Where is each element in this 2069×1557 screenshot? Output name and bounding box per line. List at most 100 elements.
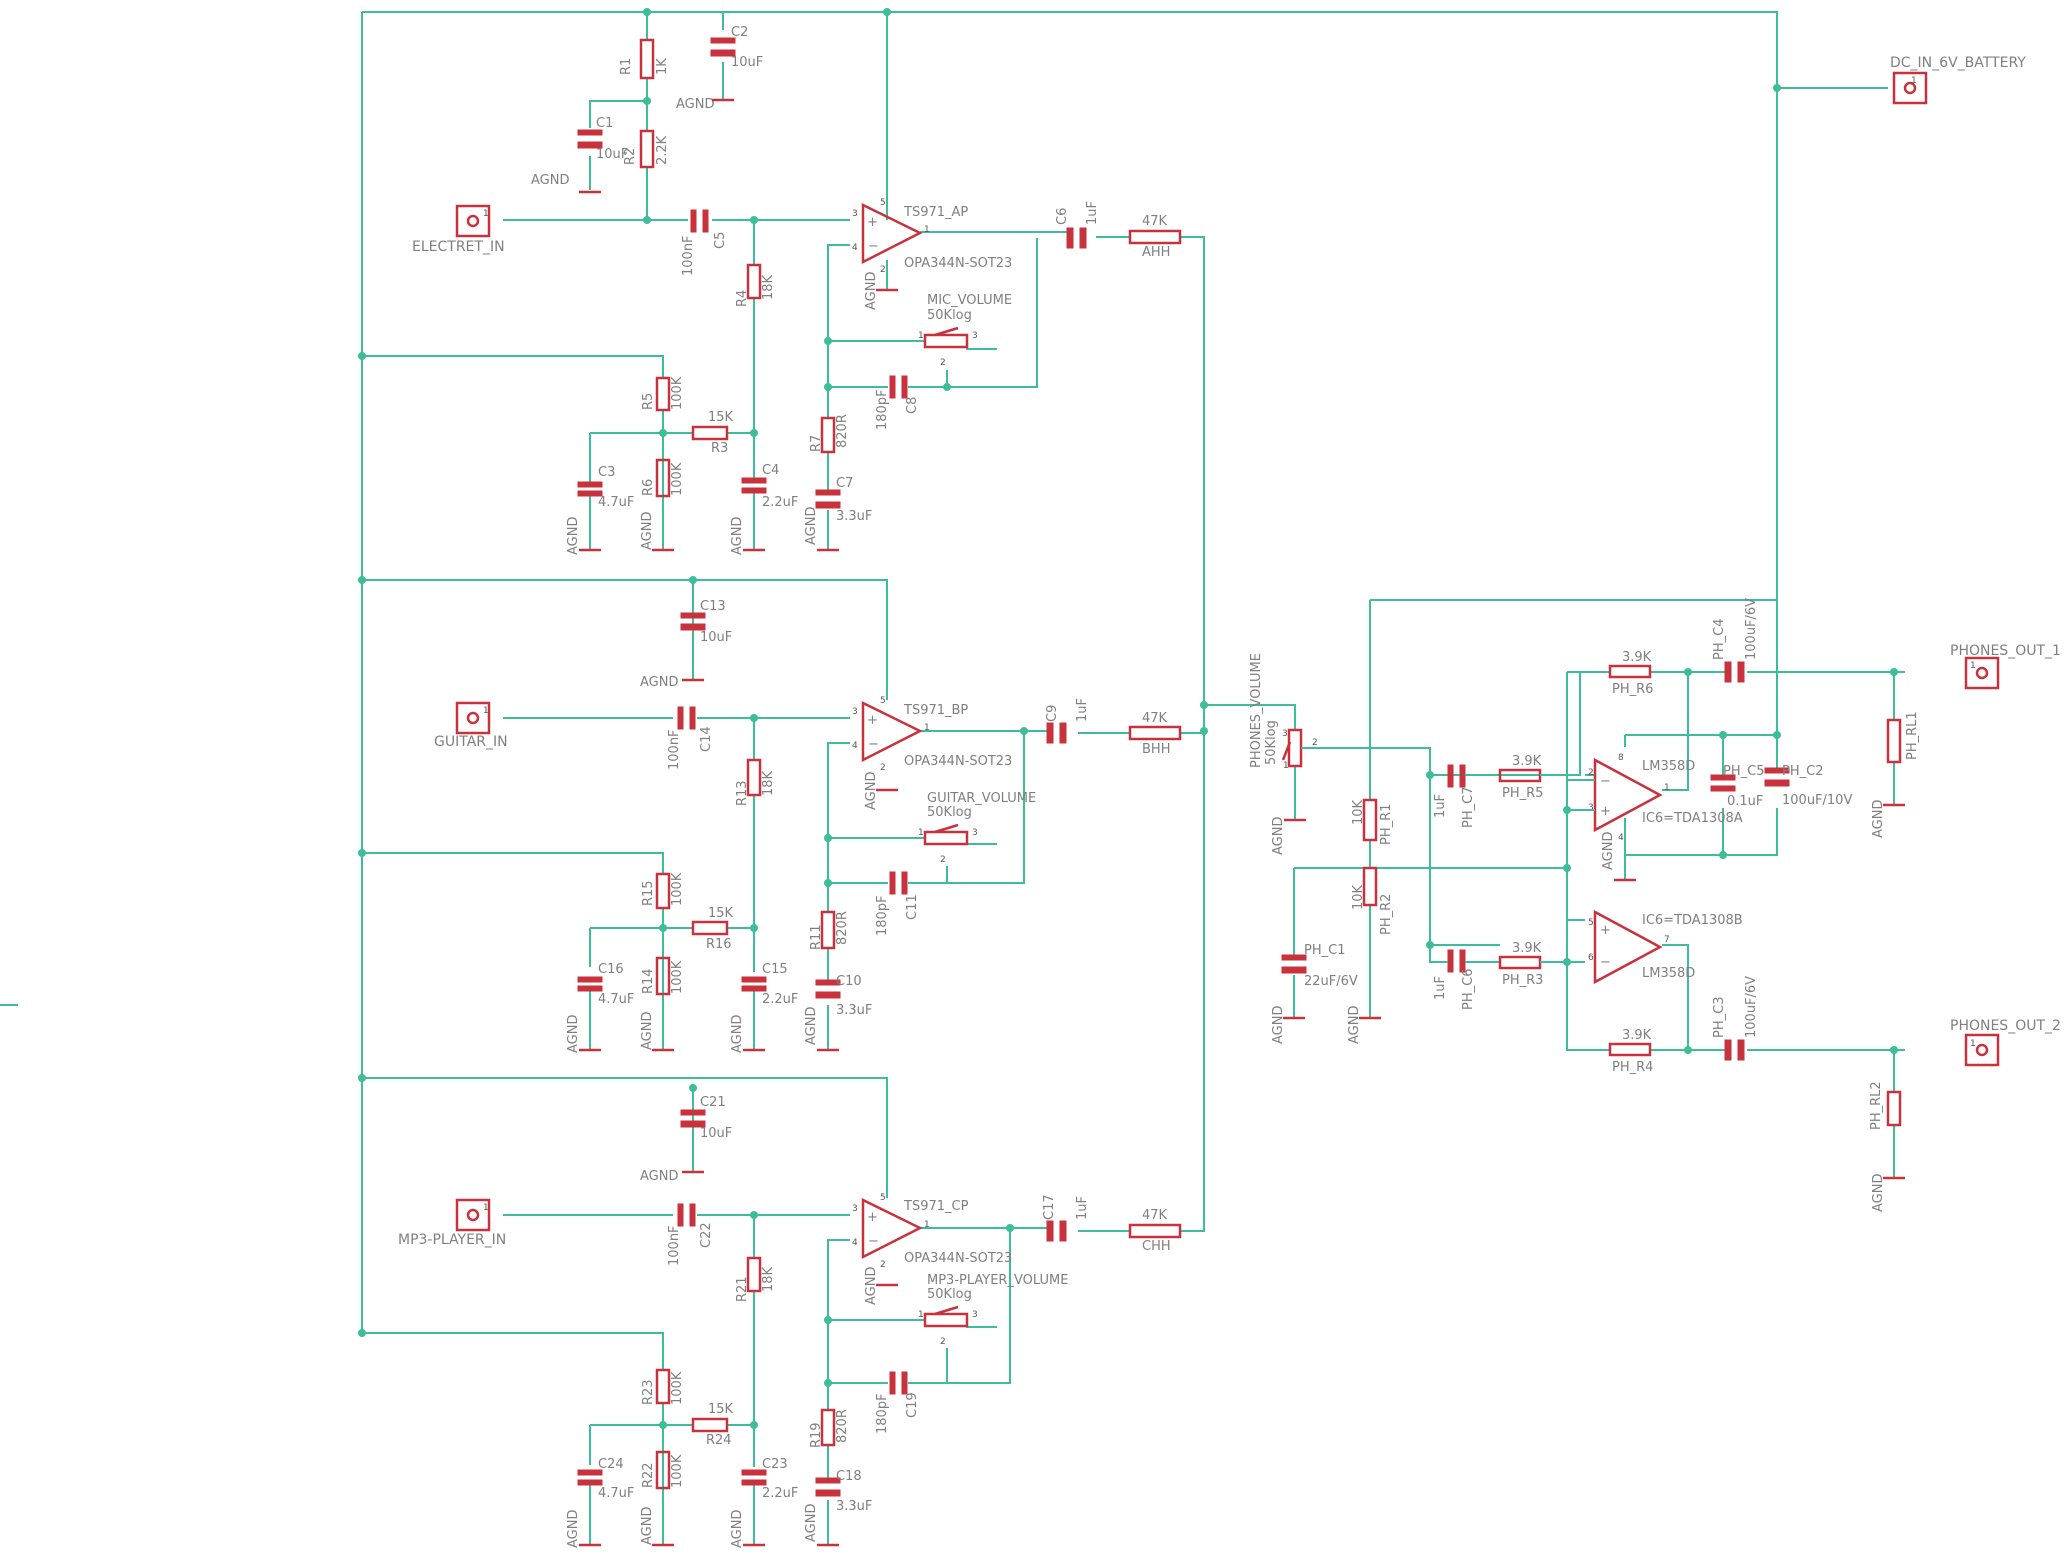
svg-text:PH_C1: PH_C1 — [1304, 943, 1345, 958]
svg-text:AGND: AGND — [640, 512, 655, 550]
svg-text:5: 5 — [880, 198, 886, 208]
pot-mp3-volume — [923, 1312, 969, 1328]
phones1-label: PHONES_OUT_1 — [1950, 643, 2061, 659]
svg-text:R24: R24 — [706, 1433, 732, 1448]
c1-agnd: AGND — [531, 173, 569, 188]
svg-text:15K: 15K — [708, 906, 734, 921]
pot-guitar-volume — [923, 830, 969, 846]
svg-text:1uF: 1uF — [1075, 1196, 1090, 1220]
connector-phones-2[interactable]: 1 PHONES_OUT_2 — [1950, 1018, 2061, 1067]
svg-text:3: 3 — [972, 331, 978, 341]
svg-text:C17: C17 — [1042, 1194, 1057, 1220]
svg-text:3: 3 — [852, 1204, 858, 1214]
svg-text:4: 4 — [1618, 833, 1624, 843]
svg-text:AGND: AGND — [1271, 817, 1286, 855]
opamp-ph-b — [1593, 909, 1663, 985]
svg-text:CHH: CHH — [1142, 1239, 1171, 1254]
svg-text:1: 1 — [1911, 76, 1917, 86]
resistor-ahh — [1128, 229, 1182, 245]
phones2-label: PHONES_OUT_2 — [1950, 1018, 2061, 1034]
svg-text:AGND: AGND — [1601, 832, 1616, 870]
resistor-r19 — [820, 1408, 836, 1447]
guitar-label: GUITAR_IN — [434, 734, 508, 750]
cap-ph-c5 — [1710, 774, 1736, 781]
resistor-ph-rl2 — [1886, 1090, 1902, 1127]
svg-text:C24: C24 — [598, 1457, 624, 1472]
connector-guitar[interactable]: 1 GUITAR_IN — [434, 701, 508, 750]
resistor-r21 — [746, 1256, 762, 1293]
svg-text:100K: 100K — [670, 960, 685, 994]
resistor-r6 — [655, 458, 671, 498]
svg-text:100uF/6V: 100uF/6V — [1744, 976, 1759, 1038]
svg-text:+: + — [867, 1210, 878, 1225]
resistor-r1 — [639, 38, 655, 80]
svg-text:1: 1 — [924, 1220, 930, 1230]
svg-text:47K: 47K — [1142, 711, 1168, 726]
cap-c24 — [577, 1469, 603, 1476]
svg-text:C14: C14 — [699, 726, 714, 752]
svg-text:2.2uF: 2.2uF — [762, 992, 798, 1007]
channel-a: C5 100nF R4 18K 3+ 4− 52 1 TS971_AP OPA3… — [566, 198, 1182, 555]
connector-mp3[interactable]: 1 MP3-PLAYER_IN — [398, 1198, 506, 1248]
connector-electret[interactable]: 1 ELECTRET_IN — [412, 204, 505, 255]
svg-text:2: 2 — [880, 763, 886, 773]
svg-text:100K: 100K — [670, 376, 685, 410]
connector-dc-in[interactable]: 1 DC_IN_6V_BATTERY — [1890, 55, 2026, 105]
svg-text:+: + — [1600, 804, 1611, 819]
resistor-ph-r6 — [1608, 664, 1652, 679]
svg-text:AGND: AGND — [864, 1267, 879, 1305]
svg-text:C5: C5 — [713, 232, 728, 249]
svg-text:−: − — [868, 239, 879, 254]
svg-text:1: 1 — [483, 209, 489, 219]
resistor-ph-r4 — [1608, 1042, 1652, 1057]
ph-ic-b-name: IC6=TDA1308B — [1642, 913, 1743, 928]
svg-text:3.9K: 3.9K — [1512, 754, 1542, 769]
resistor-r11 — [820, 910, 836, 950]
cap-ph-c6 — [1447, 949, 1454, 973]
svg-text:4.7uF: 4.7uF — [598, 495, 634, 510]
svg-text:0.1uF: 0.1uF — [1727, 794, 1763, 809]
svg-text:−: − — [1600, 774, 1611, 789]
svg-text:100K: 100K — [670, 1454, 685, 1488]
c2-value: 10uF — [731, 55, 763, 70]
svg-text:100uF/10V: 100uF/10V — [1782, 793, 1852, 808]
svg-text:6: 6 — [1588, 953, 1594, 963]
svg-text:PH_RL2: PH_RL2 — [1869, 1081, 1884, 1130]
svg-text:2: 2 — [880, 1260, 886, 1270]
mp3-volume-label: MP3-PLAYER_VOLUME — [927, 1273, 1068, 1288]
svg-text:R23: R23 — [641, 1379, 656, 1405]
svg-text:AGND: AGND — [640, 1012, 655, 1050]
svg-text:2: 2 — [940, 1337, 946, 1347]
svg-text:PH_R4: PH_R4 — [1612, 1060, 1653, 1075]
r1-value: 1K — [655, 58, 670, 75]
svg-text:5: 5 — [880, 1193, 886, 1203]
svg-text:PH_C4: PH_C4 — [1712, 619, 1727, 660]
dc-in-label: DC_IN_6V_BATTERY — [1890, 55, 2026, 71]
svg-text:1uF: 1uF — [1085, 201, 1100, 225]
svg-text:R11: R11 — [809, 924, 824, 950]
svg-text:AGND: AGND — [804, 1007, 819, 1045]
mic-volume-label: MIC_VOLUME — [927, 293, 1012, 308]
svg-text:3.9K: 3.9K — [1512, 941, 1542, 956]
svg-text:3: 3 — [852, 707, 858, 717]
svg-text:2: 2 — [940, 855, 946, 865]
svg-text:+: + — [867, 713, 878, 728]
cap-c3 — [577, 481, 603, 488]
resistor-ph-rl1 — [1886, 718, 1902, 764]
svg-text:PH_R1: PH_R1 — [1379, 804, 1394, 845]
svg-text:AGND: AGND — [640, 675, 678, 690]
svg-text:C16: C16 — [598, 962, 624, 977]
svg-text:820R: 820R — [835, 911, 850, 945]
svg-text:R22: R22 — [641, 1462, 656, 1488]
svg-text:AGND: AGND — [730, 1510, 745, 1548]
svg-text:AGND: AGND — [566, 1015, 581, 1053]
resistor-r22 — [655, 1450, 671, 1490]
svg-text:2: 2 — [1588, 768, 1594, 778]
svg-text:18K: 18K — [761, 1266, 776, 1292]
cap-c1 — [577, 129, 603, 136]
svg-text:4: 4 — [852, 1238, 858, 1248]
resistor-r7 — [820, 416, 836, 454]
connector-phones-1[interactable]: 1 PHONES_OUT_1 — [1950, 643, 2061, 690]
cap-ph-c4 — [1724, 661, 1732, 683]
svg-text:C3: C3 — [598, 465, 615, 480]
